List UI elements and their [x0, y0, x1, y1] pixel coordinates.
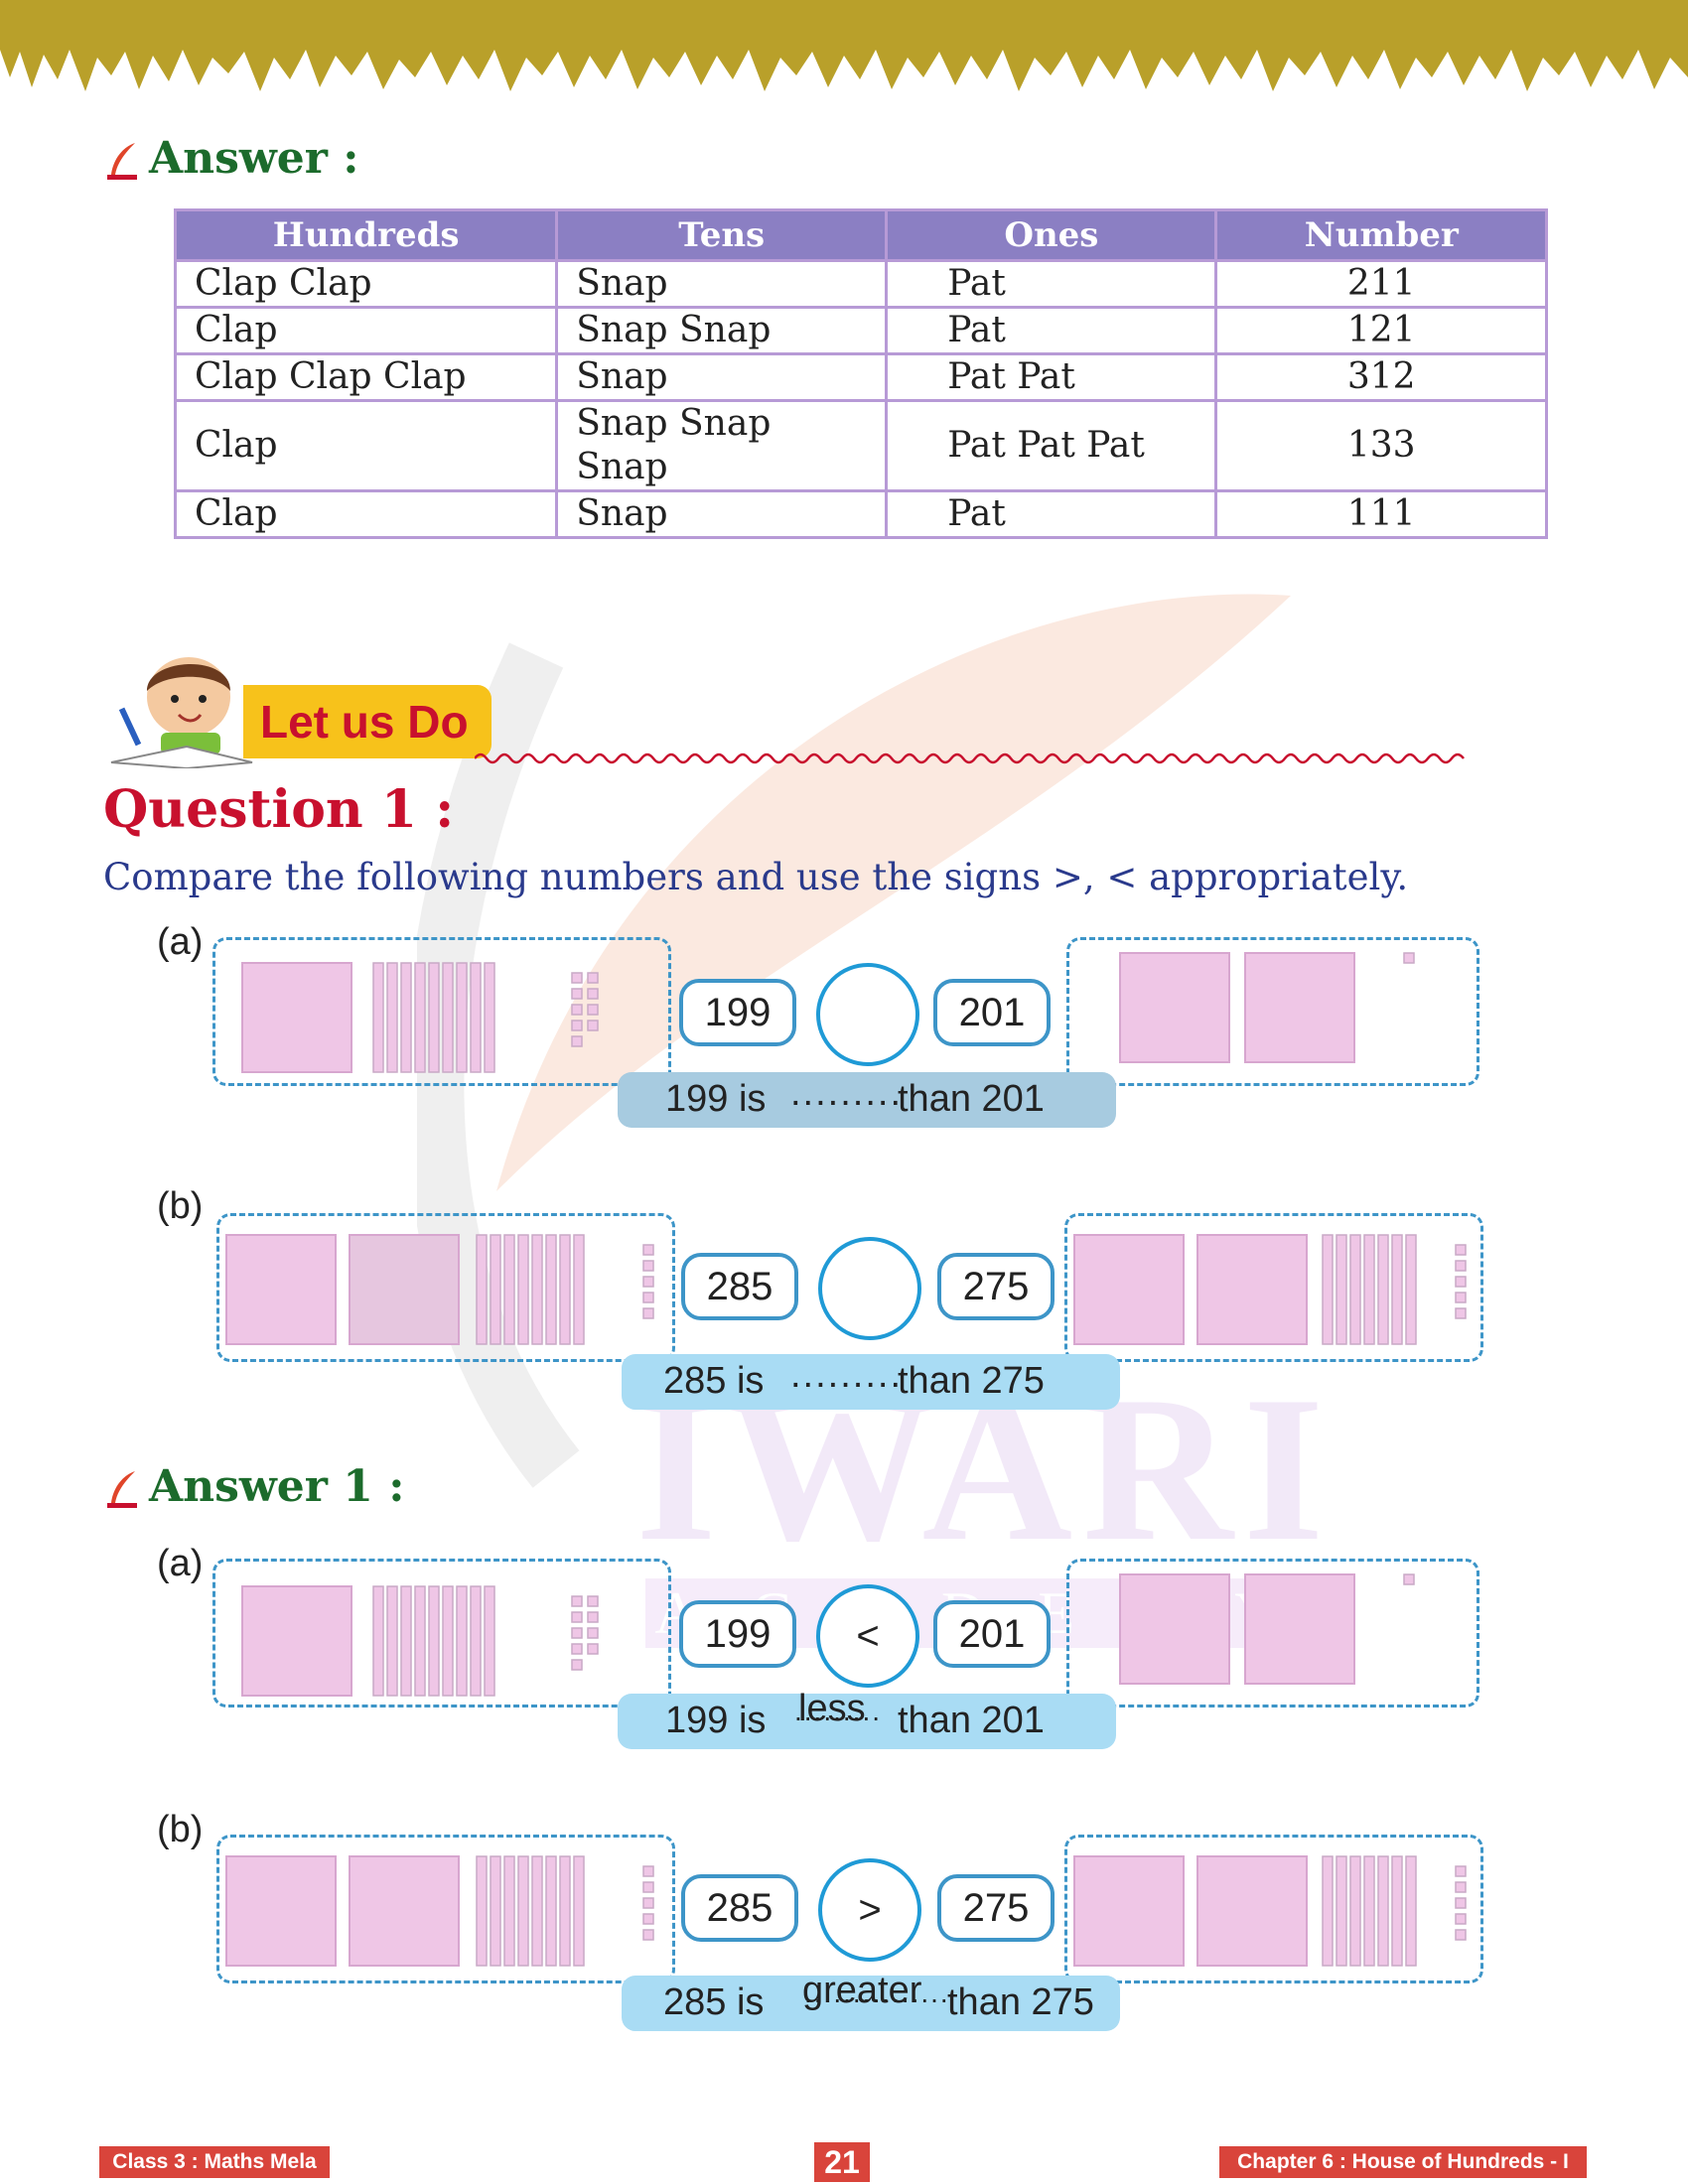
tens-cell: Snap Snap Snap: [555, 399, 889, 492]
number-cell: 111: [1214, 489, 1548, 539]
column-header-tens: Tens: [555, 208, 889, 262]
hundreds-cell: Clap Clap Clap: [173, 352, 559, 402]
answer-dots: ...............: [804, 1978, 950, 2008]
sentence-end: than 275: [898, 1360, 1045, 1402]
number-box-right: 275: [937, 1253, 1055, 1320]
base-ten-blocks-199: [241, 1585, 599, 1697]
comparison-sign-circle: >: [818, 1858, 921, 1962]
number-cell: 312: [1214, 352, 1548, 402]
blocks-panel-285: [216, 1835, 675, 1983]
quill-icon: [107, 1471, 137, 1508]
hundreds-cell: Clap: [173, 489, 559, 539]
tens-cell: Snap: [555, 352, 889, 402]
base-ten-blocks-275: [1073, 1234, 1467, 1345]
comparison-sign-circle[interactable]: [816, 963, 919, 1066]
answer-a-label: (a): [157, 1543, 204, 1584]
watermark-leaf-logo: [417, 594, 1291, 1488]
sentence-end: than 275: [947, 1981, 1094, 2023]
base-ten-blocks-201: [1119, 952, 1415, 1063]
sentence-start: 285 is: [663, 1360, 765, 1402]
table-row: Clap Snap Pat 111: [173, 489, 1548, 539]
number-box-right: 201: [933, 1600, 1051, 1668]
sentence-end: than 201: [898, 1078, 1045, 1120]
table-row: Clap Snap Snap Pat 121: [173, 306, 1548, 355]
let-us-do-banner: [243, 685, 492, 758]
blocks-panel-275: [1064, 1213, 1483, 1362]
column-header-hundreds: Hundreds: [173, 208, 559, 262]
tens-cell: Snap: [555, 259, 889, 309]
number-cell: 133: [1214, 399, 1548, 492]
question-a-label: (a): [157, 921, 204, 963]
comparison-sentence: 285 is ......... than 275: [622, 1354, 1120, 1410]
fill-in-blank[interactable]: .........: [790, 1072, 904, 1114]
answer-heading: Answer :: [149, 133, 359, 184]
answer-dots: .........: [794, 1696, 883, 1726]
comparison-sign-circle: <: [816, 1584, 919, 1688]
table-row: Clap Snap Snap Snap Pat Pat Pat 133: [173, 399, 1548, 492]
ones-cell: Pat: [885, 306, 1218, 355]
grass-header-decoration: [0, 0, 1688, 91]
question-instruction: Compare the following numbers and use th…: [103, 856, 1409, 898]
table-header-row: Hundreds Tens Ones Number: [173, 208, 1548, 262]
footer-page-number: 21: [814, 2142, 870, 2182]
tens-cell: Snap: [555, 489, 889, 539]
base-ten-blocks-285: [225, 1234, 654, 1345]
table-row: Clap Clap Clap Snap Pat Pat 312: [173, 352, 1548, 402]
ones-cell: Pat Pat Pat: [885, 399, 1218, 492]
answer-1-heading: Answer 1 :: [149, 1461, 405, 1512]
question-title: Question 1 :: [103, 779, 455, 840]
filled-answer-word: greater: [802, 1970, 922, 2011]
comparison-sentence: 199 is ......... than 201: [618, 1072, 1116, 1128]
number-box-left: 199: [679, 979, 796, 1046]
sentence-start: 199 is: [665, 1700, 767, 1741]
sentence-end: than 201: [898, 1700, 1045, 1741]
answer-sentence: 199 is less ......... than 201: [618, 1688, 1116, 1749]
blocks-panel-201: [1066, 1559, 1479, 1707]
answer-b-label: (b): [157, 1809, 204, 1850]
sentence-start: 199 is: [665, 1078, 767, 1120]
base-ten-blocks-275: [1073, 1855, 1467, 1967]
blocks-panel-201: [1066, 937, 1479, 1086]
number-cell: 121: [1214, 306, 1548, 355]
blocks-panel-199: [212, 937, 671, 1086]
base-ten-blocks-285: [225, 1855, 654, 1967]
number-box-left: 199: [679, 1600, 796, 1668]
fill-in-blank[interactable]: .........: [790, 1354, 904, 1396]
place-value-table: Hundreds Tens Ones Number Clap Clap Snap…: [173, 208, 1548, 539]
base-ten-blocks-199: [241, 962, 599, 1073]
comparison-sign-circle[interactable]: [818, 1237, 921, 1340]
quill-icon: [107, 143, 137, 180]
child-writing-illustration: [110, 657, 253, 768]
let-us-do-label: Let us Do: [260, 696, 469, 748]
table-row: Clap Clap Snap Pat 211: [173, 259, 1548, 309]
sentence-start: 285 is: [663, 1981, 765, 2023]
hundreds-cell: Clap Clap: [173, 259, 559, 309]
blocks-panel-285: [216, 1213, 675, 1362]
column-header-number: Number: [1214, 208, 1548, 262]
number-box-left: 285: [681, 1253, 798, 1320]
column-header-ones: Ones: [885, 208, 1218, 262]
tens-cell: Snap Snap: [555, 306, 889, 355]
ones-cell: Pat Pat: [885, 352, 1218, 402]
footer-class-label: Class 3 : Maths Mela: [99, 2146, 330, 2178]
footer-chapter-label: Chapter 6 : House of Hundreds - I: [1219, 2146, 1587, 2178]
filled-answer-word: less: [798, 1688, 866, 1729]
question-b-label: (b): [157, 1185, 204, 1227]
ones-cell: Pat: [885, 259, 1218, 309]
number-cell: 211: [1214, 259, 1548, 309]
answer-sentence: 285 is greater ............... than 275: [622, 1970, 1120, 2031]
base-ten-blocks-201: [1119, 1573, 1415, 1685]
blocks-panel-199: [212, 1559, 671, 1707]
hundreds-cell: Clap: [173, 399, 559, 492]
number-box-right: 201: [933, 979, 1051, 1046]
blocks-panel-275: [1064, 1835, 1483, 1983]
hundreds-cell: Clap: [173, 306, 559, 355]
number-box-right: 275: [937, 1874, 1055, 1942]
number-box-left: 285: [681, 1874, 798, 1942]
wavy-divider: [475, 752, 1465, 764]
ones-cell: Pat: [885, 489, 1218, 539]
